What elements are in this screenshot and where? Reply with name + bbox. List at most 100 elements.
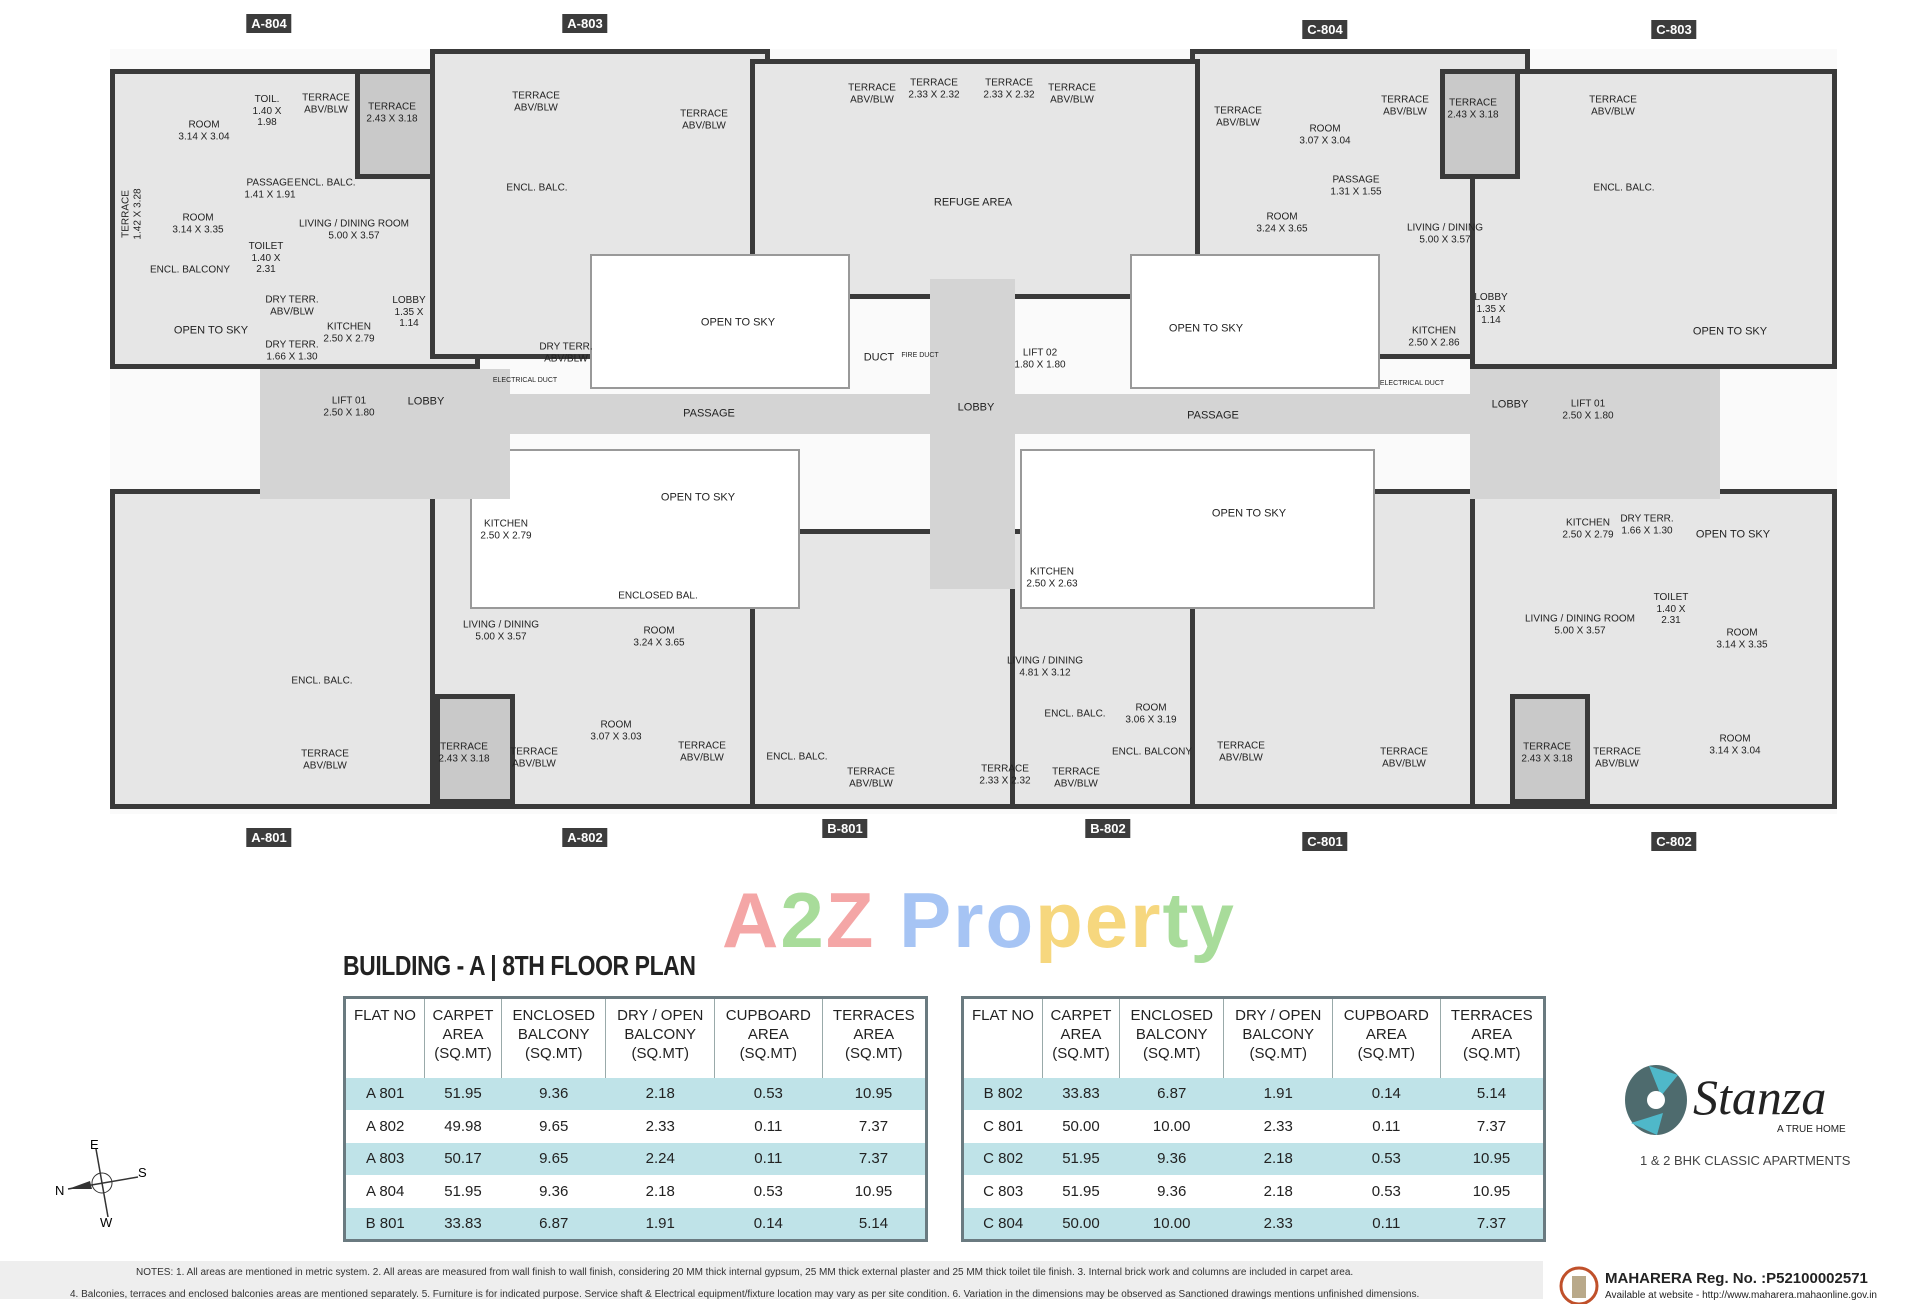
column-header: DRY / OPEN BALCONY (SQ.MT) [1223,997,1334,1078]
compass-s: S [138,1165,147,1180]
room-label: TERRACE ABV/BLW [1380,746,1428,770]
open-to-sky-label: OPEN TO SKY [700,316,776,329]
maharera-seal-icon [1559,1266,1599,1304]
area-cell: 7.37 [1476,1117,1507,1135]
room-label: LIVING / DINING ROOM 5.00 X 3.57 [298,218,410,242]
room-label: TERRACE ABV/BLW [1217,740,1265,764]
unit-tag-a804: A-804 [246,14,292,33]
area-cell: 0.11 [1332,1207,1440,1240]
area-cell: 6.87 [1119,1077,1224,1110]
area-cell: 1.91 [1223,1077,1333,1110]
area-cell: 2.18 [605,1077,715,1110]
room-label: LIVING / DINING 4.81 X 3.12 [1006,655,1084,679]
central-lobby [930,279,1015,589]
room-label: ROOM 3.07 X 3.04 [1299,123,1351,147]
stanza-logo-icon [1625,1065,1687,1135]
flat-no-cell: B 802 [962,1077,1043,1110]
room-label: TERRACE 2.33 X 2.32 [979,763,1031,787]
room-label: DRY TERR. 1.66 X 1.30 [1620,513,1674,537]
room-label: TERRACE ABV/BLW [680,108,728,132]
unit-tag-c804: C-804 [1302,20,1348,39]
room-label: KITCHEN 2.50 X 2.79 [1562,517,1614,541]
left-lobby [260,369,510,499]
refuge-area-label: REFUGE AREA [933,196,1013,209]
unit-tag-b801: B-801 [822,819,868,838]
area-cell: 7.37 [1440,1207,1545,1240]
area-cell: 7.37 [822,1142,927,1175]
column-header: TERRACES AREA (SQ.MT) [822,997,927,1078]
room-label: KITCHEN 2.50 X 2.86 [1408,325,1460,349]
room-label: ROOM 3.07 X 3.03 [590,719,642,743]
lift-01-label: LIFT 01 2.50 X 1.80 [1562,398,1614,422]
column-header: CUPBOARD AREA (SQ.MT) [1332,997,1441,1078]
open-to-sky-label: OPEN TO SKY [1695,528,1771,541]
area-cell: 0.11 [754,1117,783,1135]
room-label: TERRACE ABV/BLW [1589,94,1637,118]
room-label: TERRACE 2.33 X 2.32 [908,77,960,101]
unit-tag-c801: C-801 [1302,832,1348,851]
unit-tag-a803: A-803 [562,14,608,33]
room-label: KITCHEN 2.50 X 2.79 [480,518,532,542]
flat-no-cell: C 804 [962,1207,1043,1240]
area-cell: 9.36 [1157,1182,1187,1200]
area-cell: 49.98 [444,1117,482,1135]
room-label: TERRACE ABV/BLW [1052,766,1100,790]
room-label: TERRACE 2.33 X 2.32 [983,77,1035,101]
terrace-block [1510,694,1590,804]
terrace-block [355,69,435,179]
room-label: TERRACE 2.43 X 3.18 [1521,741,1573,765]
area-cell: 9.65 [539,1117,569,1135]
electrical-duct-label: ELECTRICAL DUCT [492,376,558,384]
room-label: KITCHEN 2.50 X 2.79 [323,321,375,345]
room-label: DRY TERR. ABV/BLW [539,341,593,365]
area-cell: 5.14 [1440,1077,1545,1110]
notes-line-1: NOTES: 1. All areas are mentioned in met… [136,1267,1354,1278]
open-to-sky-area [470,449,800,609]
column-header: FLAT NO [962,997,1043,1078]
area-cell: 10.95 [1440,1142,1545,1175]
lobby-label: LOBBY [407,395,445,408]
open-to-sky-area [1130,254,1380,389]
column-header: ENCLOSED BALCONY (SQ.MT) [501,997,607,1078]
area-cell: 0.14 [714,1207,822,1240]
open-to-sky-label: OPEN TO SKY [1692,325,1768,338]
flat-no-cell: A 802 [365,1117,405,1135]
room-label: ROOM 3.14 X 3.04 [1709,733,1761,757]
area-cell: 0.53 [1332,1142,1440,1175]
room-label: ENCL. BALCONY [1111,746,1193,758]
open-to-sky-label: OPEN TO SKY [1168,322,1244,335]
area-cell: 33.83 [1042,1077,1120,1110]
compass-n: N [55,1183,64,1198]
room-label: ROOM 3.24 X 3.65 [633,625,685,649]
room-label: TERRACE ABV/BLW [847,766,895,790]
room-label: TERRACE ABV/BLW [510,746,558,770]
column-header: ENCLOSED BALCONY (SQ.MT) [1119,997,1225,1078]
area-cell: 0.53 [1371,1182,1401,1200]
flat-no-cell: C 803 [983,1182,1024,1200]
notes: NOTES: 1. All areas are mentioned in met… [0,1261,1543,1300]
room-label: ROOM 3.14 X 3.35 [1716,627,1768,651]
area-cell: 2.33 [1263,1117,1293,1135]
terrace-block [1440,69,1520,179]
notes-line-2: 4. Balconies, terraces and enclosed balc… [70,1289,1420,1300]
column-header: CUPBOARD AREA (SQ.MT) [714,997,823,1078]
room-label: TERRACE ABV/BLW [848,82,896,106]
area-cell: 10.95 [822,1077,927,1110]
room-label: ENCL. BALC. [294,177,356,189]
room-label: ROOM 3.24 X 3.65 [1256,211,1308,235]
compass-w: W [100,1215,113,1230]
room-label: TERRACE ABV/BLW [1593,746,1641,770]
area-cell: 51.95 [424,1077,502,1110]
flat-no-cell: A 803 [344,1142,425,1175]
room-label: ENCL. BALCONY [149,264,231,276]
passage-label: PASSAGE [683,407,735,420]
page-title: BUILDING - A | 8TH FLOOR PLAN [343,950,696,981]
room-label: TERRACE 2.43 X 3.18 [366,101,418,125]
lobby-label: LOBBY [1491,398,1529,411]
passage-label: PASSAGE [1187,409,1239,422]
